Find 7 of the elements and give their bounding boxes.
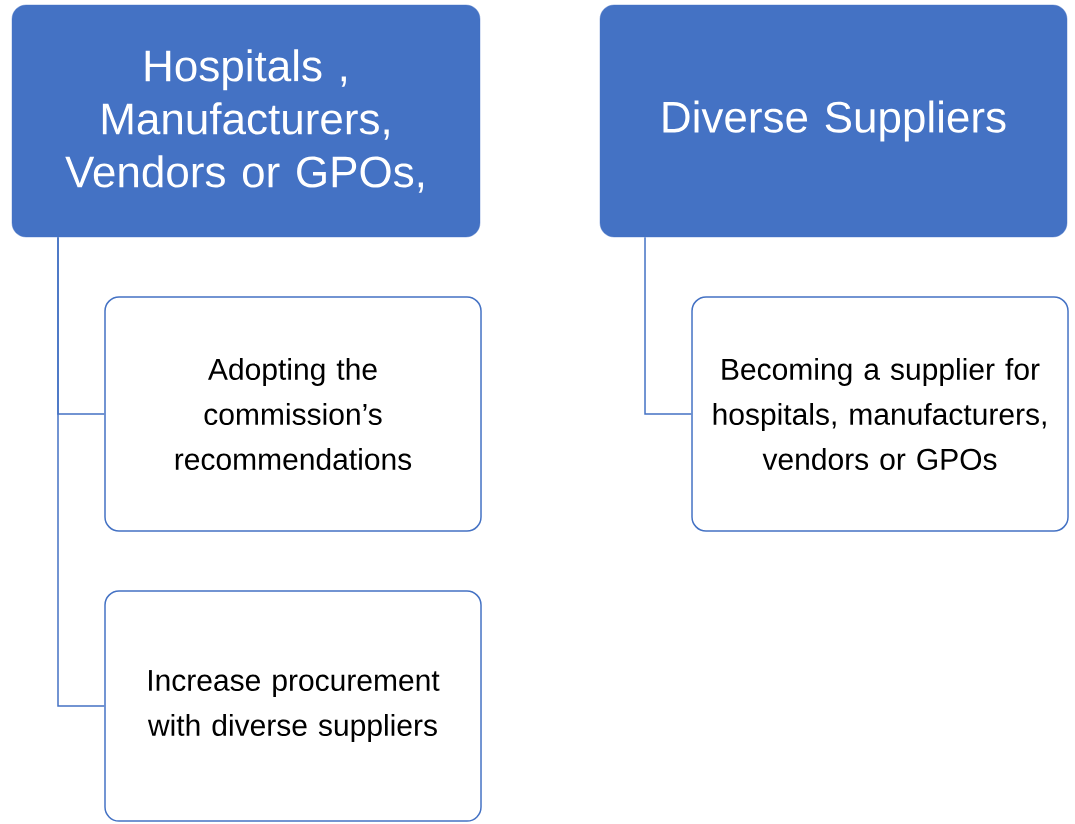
text-box: Adopting the commission’s recommendations bbox=[104, 296, 482, 532]
text-box: Becoming a supplier for hospitals, manufacturers, vendors or GPOs bbox=[691, 296, 1069, 532]
heading-box: Hospitals , Manufacturers, Vendors or GPOs, bbox=[11, 4, 481, 238]
heading-box: Diverse Suppliers bbox=[599, 4, 1068, 238]
connector-line bbox=[644, 236, 692, 415]
text-box: Increase procurement with diverse suppliers bbox=[104, 590, 482, 822]
connector-line bbox=[57, 236, 105, 707]
